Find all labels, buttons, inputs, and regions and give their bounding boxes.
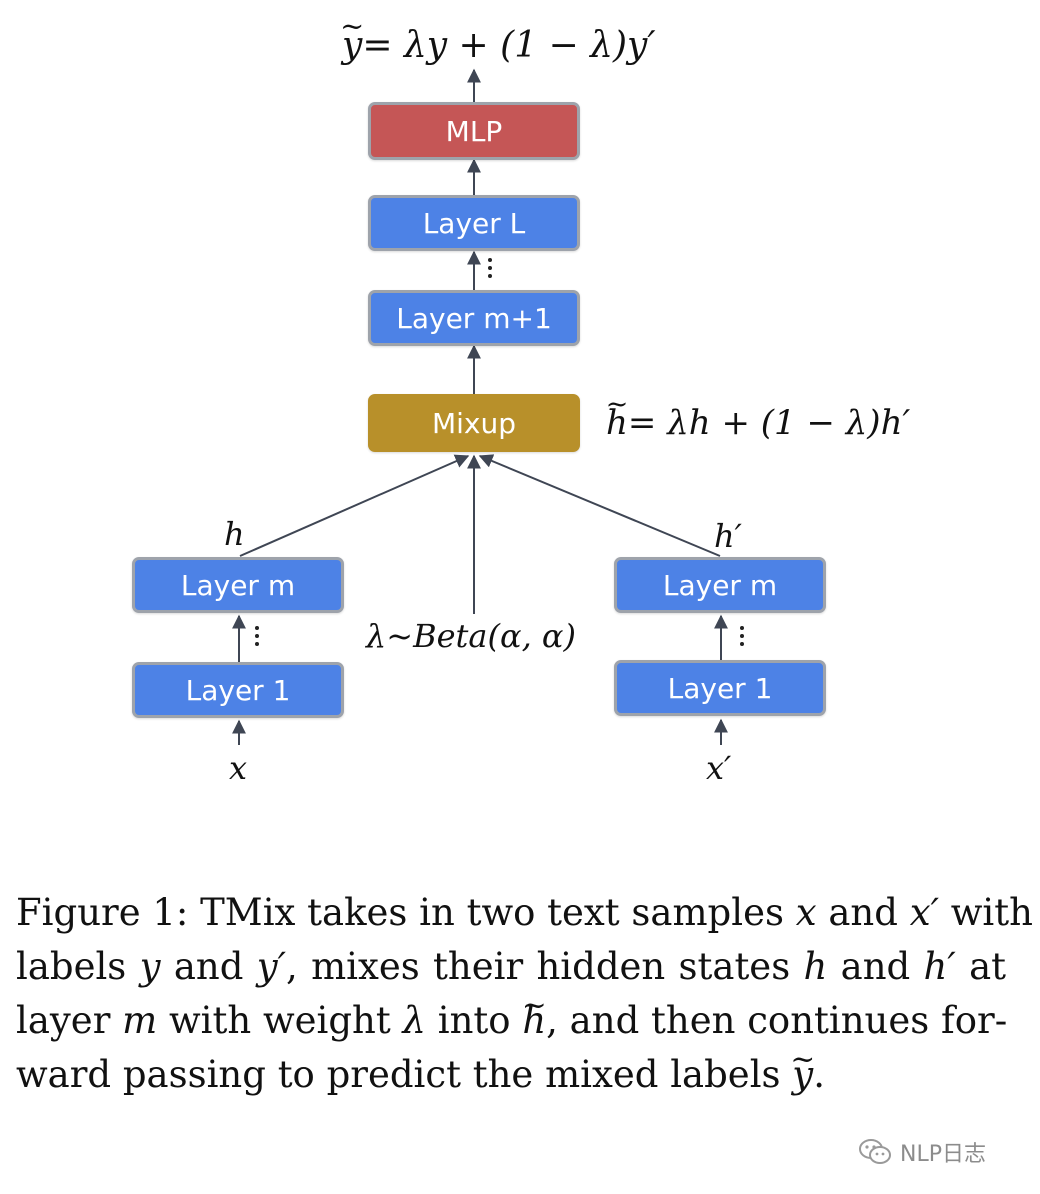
watermark: NLP日志: [858, 1136, 986, 1168]
mix-rhs: = λh + (1 − λ)h′: [627, 403, 911, 443]
right-layer-m-box: Layer m: [614, 557, 826, 613]
caption-line-3: layer m with weight λ into h, and then c…: [16, 994, 1007, 1048]
right-layer-m-label: Layer m: [662, 568, 778, 602]
arrow-right-h-to-mixup: [478, 454, 721, 557]
figure-caption: Figure 1: TMix takes in two text samples…: [16, 886, 1033, 1102]
mlp-box: MLP: [368, 102, 580, 160]
output-lhs: y: [342, 28, 362, 64]
label-h: h: [224, 515, 245, 553]
vdots-top: [488, 258, 492, 282]
label-x: x: [229, 749, 248, 787]
label-x-prime: x′: [706, 749, 732, 787]
label-h-prime: h′: [714, 517, 742, 555]
left-layer-m-box: Layer m: [132, 557, 344, 613]
layer-m1-box: Layer m+1: [368, 290, 580, 346]
left-layer-1-label: Layer 1: [185, 673, 291, 707]
output-formula: y= λy + (1 − λ)y′: [342, 28, 656, 64]
mlp-label: MLP: [445, 114, 503, 148]
lambda-distribution: λ~Beta(α, α): [366, 617, 577, 655]
layer-l-label: Layer L: [422, 206, 526, 240]
caption-line-2: labels y and y′, mixes their hidden stat…: [16, 945, 1006, 988]
output-rhs: = λy + (1 − λ)y′: [362, 25, 656, 66]
caption-line-4: ward passing to predict the mixed labels…: [16, 1048, 1006, 1102]
vdots-left: [255, 626, 259, 650]
caption-line-1: Figure 1: TMix takes in two text samples…: [16, 891, 1033, 934]
layer-l-box: Layer L: [368, 195, 580, 251]
vdots-right: [740, 626, 744, 650]
left-layer-1-box: Layer 1: [132, 662, 344, 718]
watermark-text: NLP日志: [900, 1142, 986, 1167]
mixup-label: Mixup: [431, 406, 517, 440]
layer-m1-label: Layer m+1: [396, 301, 552, 335]
wechat-icon: [859, 1139, 891, 1164]
mix-lhs: h: [606, 406, 628, 440]
right-layer-1-label: Layer 1: [667, 671, 773, 705]
right-layer-1-box: Layer 1: [614, 660, 826, 716]
mixup-box: Mixup: [368, 394, 580, 452]
left-layer-m-label: Layer m: [180, 568, 296, 602]
mix-formula: h= λh + (1 − λ)h′: [606, 406, 910, 440]
arrow-left-h-to-mixup: [239, 454, 470, 557]
